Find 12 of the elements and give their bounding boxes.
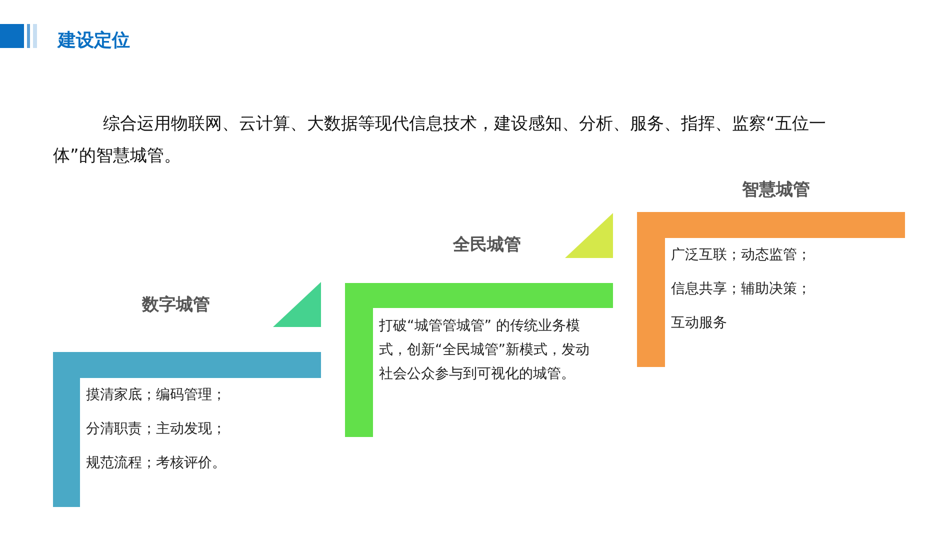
step-item: 广泛互联；动态监管；: [671, 246, 811, 264]
step-heading: 数字城管: [140, 294, 211, 316]
step-item: 信息共享；辅助决策；: [671, 280, 811, 298]
title: 建设定位: [58, 29, 130, 52]
step-item: 分清职责；主动发现；: [86, 420, 226, 438]
step-item: 规范流程；考核评价。: [86, 454, 226, 472]
step-item: 互动服务: [671, 314, 727, 332]
step-description: 打破“城管管城管” 的传统业务模式，创新“全民城管”新模式，发动社会公众参与到可视化的城管。: [379, 317, 591, 384]
step-item: 摸清家底；编码管理；: [86, 386, 226, 404]
intro-paragraph: 综合运用物联网、云计算、大数据等现代信息技术，建设感知、分析、服务、指挥、监察“五位一体”的智慧城管。: [53, 113, 827, 168]
step-heading: 全民城管: [452, 234, 522, 256]
step-heading: 智慧城管: [740, 179, 811, 201]
